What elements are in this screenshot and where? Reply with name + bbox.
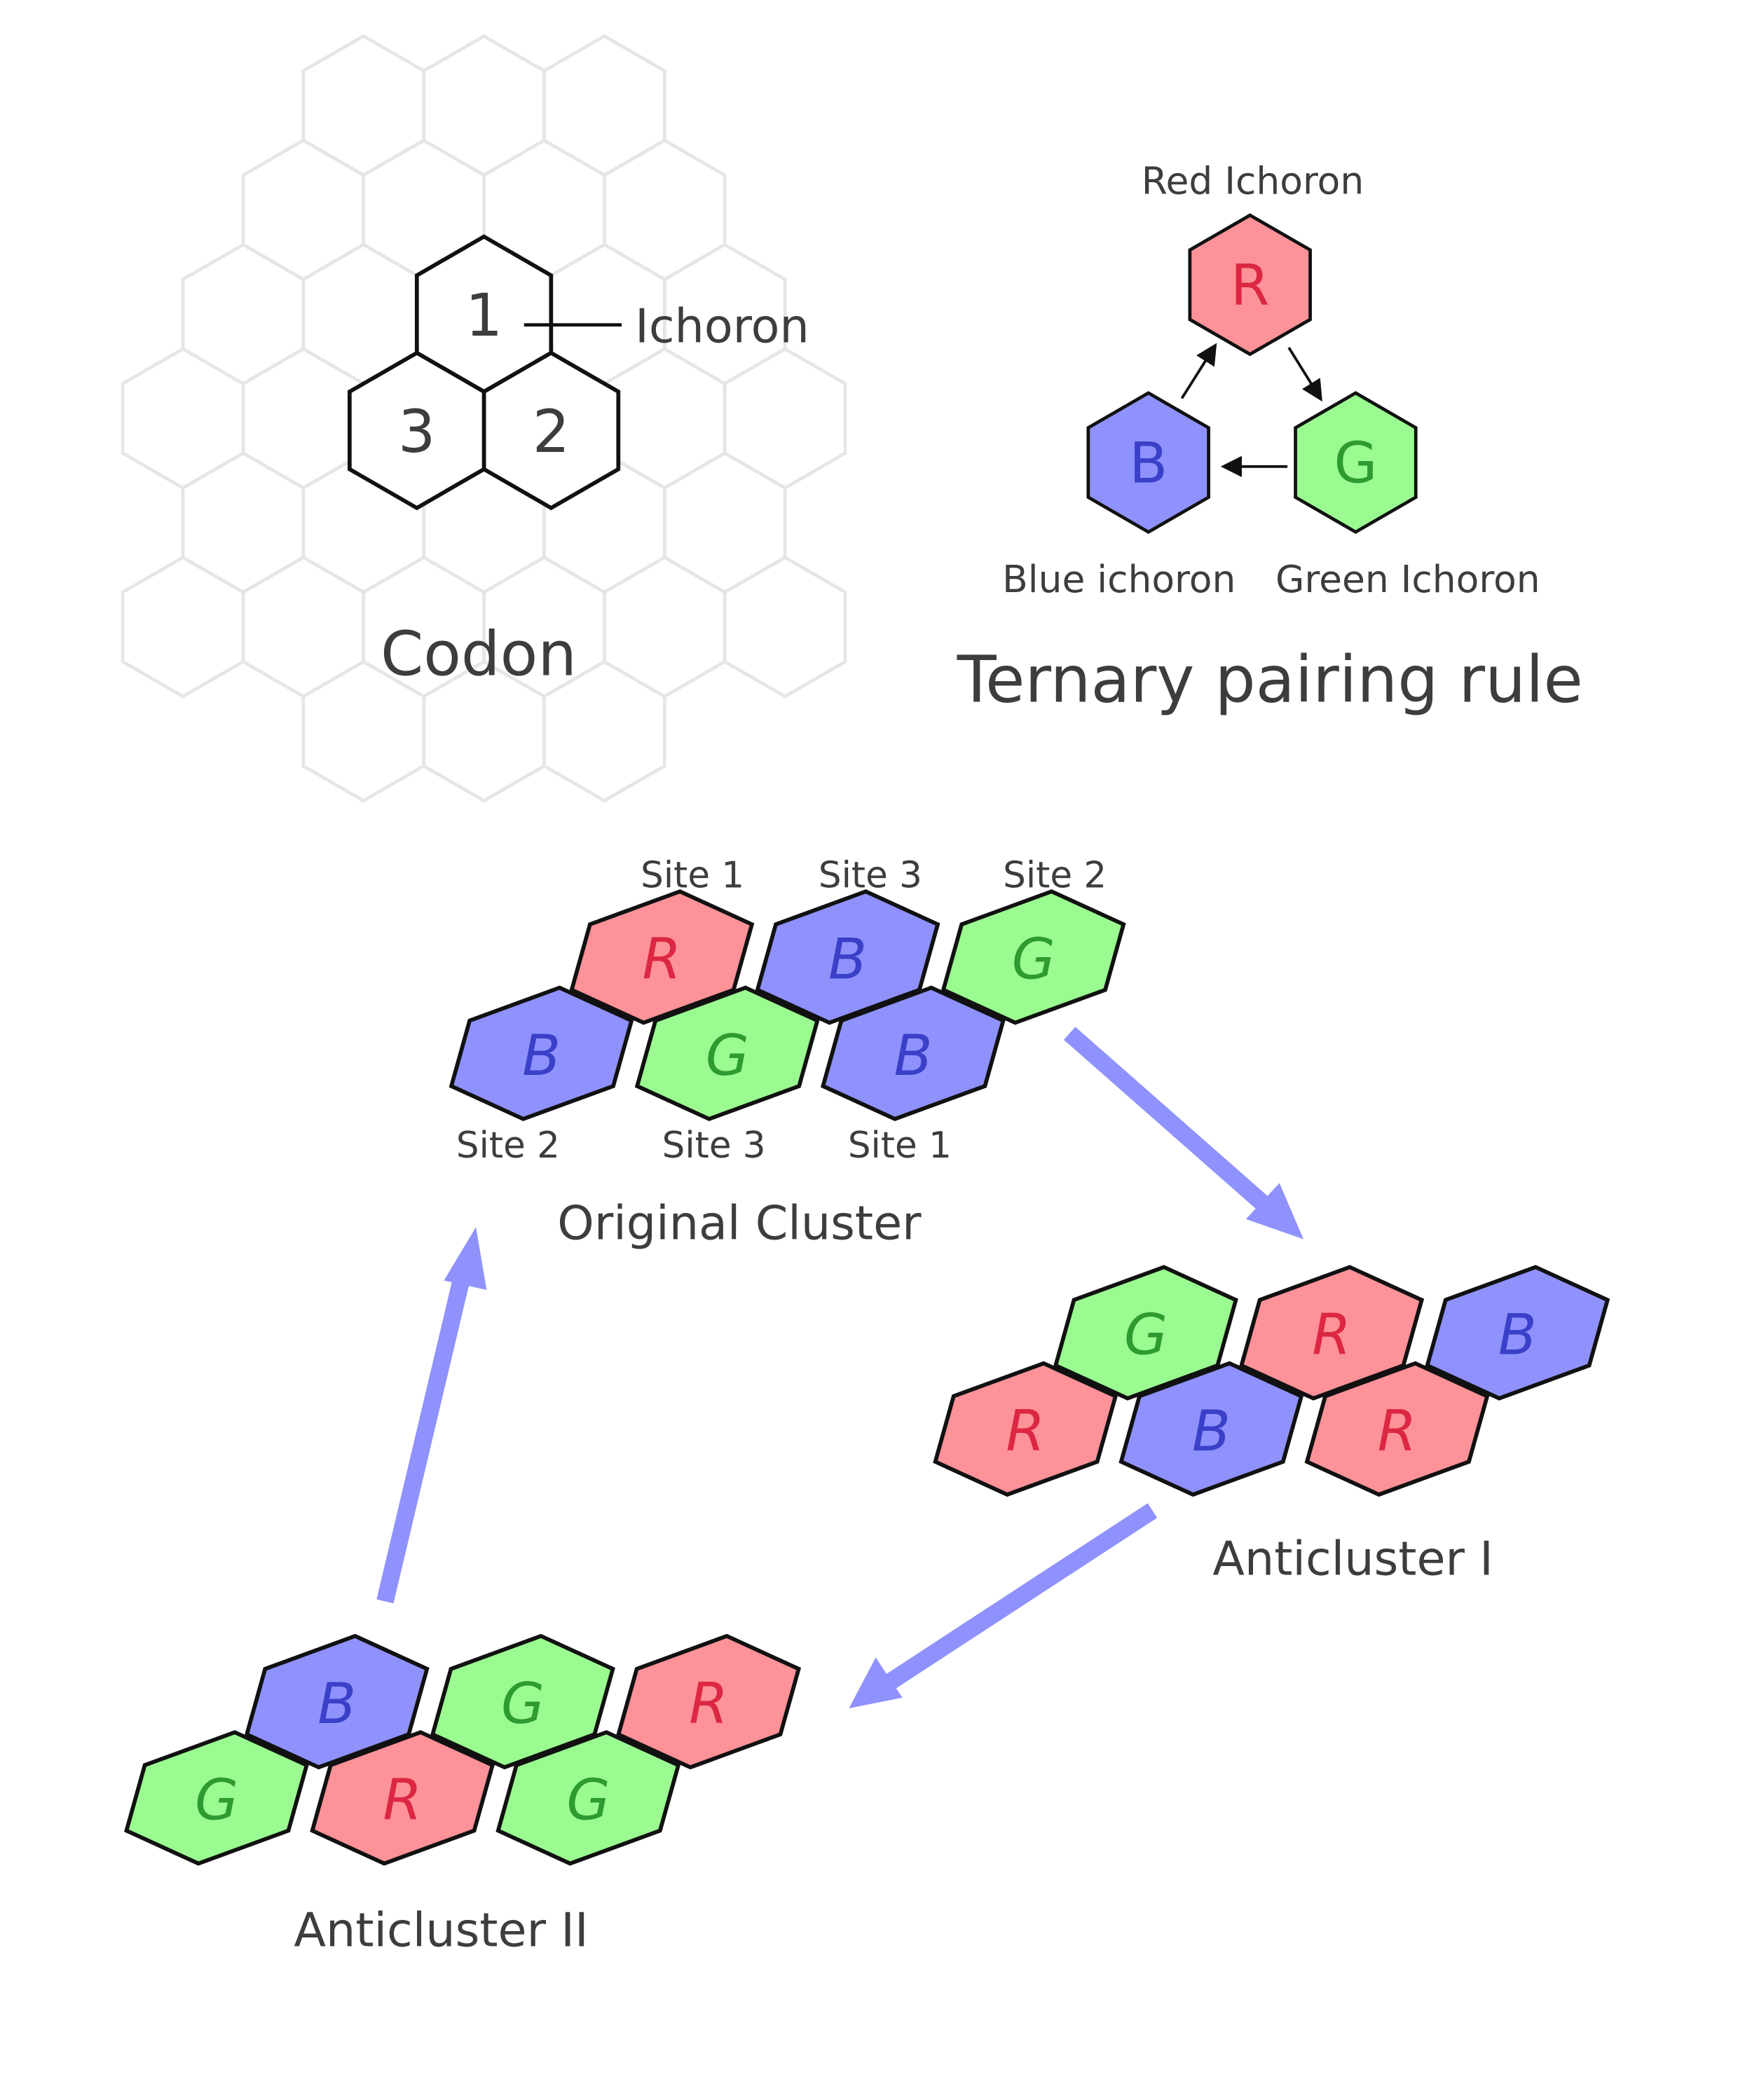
ternary-node-green: G xyxy=(1294,391,1418,535)
codon-cell-3: 3 xyxy=(348,350,486,511)
arrow-red-to-green xyxy=(1287,347,1322,402)
grid-hex xyxy=(181,451,306,594)
green-ichoron-label: Green Ichoron xyxy=(1275,557,1540,601)
anticluster-1-title: Anticluster I xyxy=(1212,1531,1493,1586)
cluster-letter: B xyxy=(828,926,867,991)
arrow-blue-to-red xyxy=(1180,343,1217,399)
cluster-cell-R: R xyxy=(310,1730,495,1866)
cluster-cell-G: G xyxy=(430,1633,615,1770)
cluster-letter: B xyxy=(522,1023,561,1088)
original-cluster: R B G B G B xyxy=(449,889,1126,1122)
ternary-node-blue: B xyxy=(1086,391,1210,535)
codon-group: 12 3 xyxy=(348,234,621,511)
ternary-title: Ternary pairing rule xyxy=(957,643,1583,718)
site-label: Site 3 xyxy=(662,1125,766,1167)
cluster-letter: R xyxy=(383,1767,422,1832)
flow-arrow-original-to-anti1 xyxy=(1063,1027,1304,1240)
anticluster-1: G R B R B R xyxy=(933,1265,1610,1497)
cluster-cell-G: G xyxy=(495,1730,681,1866)
grid-hex xyxy=(603,347,727,490)
grid-hex xyxy=(723,555,847,699)
cluster-letter: R xyxy=(1006,1399,1045,1464)
flow-arrow-anti2-to-original xyxy=(376,1227,487,1604)
grid-hex xyxy=(241,347,366,490)
cluster-cell-B: B xyxy=(820,985,1006,1122)
cluster-letter: G xyxy=(195,1767,238,1832)
cluster-cell-R: R xyxy=(933,1361,1118,1497)
red-ichoron-label: Red Ichoron xyxy=(1142,159,1364,203)
site-label: Site 3 xyxy=(819,855,922,897)
codon-title: Codon xyxy=(381,618,577,689)
grid-hex xyxy=(121,555,245,699)
grid-hex xyxy=(422,34,546,177)
original-cluster-title: Original Cluster xyxy=(557,1195,922,1250)
codon-cell-number: 3 xyxy=(398,397,435,466)
site-label: Site 2 xyxy=(456,1125,560,1167)
cluster-cell-R: R xyxy=(569,889,755,1025)
anticluster-2: B G R G R G xyxy=(124,1633,802,1866)
grid-hex xyxy=(121,347,245,490)
cluster-letter: B xyxy=(1192,1399,1231,1464)
cluster-cell-B: B xyxy=(755,889,940,1025)
cluster-letter: G xyxy=(566,1767,610,1832)
ternary-group: R B G xyxy=(1086,213,1418,535)
cluster-cell-B: B xyxy=(1118,1361,1304,1497)
cluster-letter: G xyxy=(706,1023,749,1088)
cluster-cell-B: B xyxy=(244,1633,430,1770)
cluster-letter: B xyxy=(317,1671,356,1736)
ternary-letter: B xyxy=(1129,431,1168,496)
cluster-letter: B xyxy=(894,1023,932,1088)
grid-hex xyxy=(542,659,666,803)
cluster-letter: R xyxy=(689,1671,728,1736)
flow-arrow-anti1-to-anti2 xyxy=(849,1503,1158,1709)
grid-hex xyxy=(241,555,366,699)
site-label: Site 1 xyxy=(641,855,744,897)
grid-hex xyxy=(723,347,847,490)
cluster-letter: R xyxy=(1378,1399,1417,1464)
cluster-cell-R: R xyxy=(616,1633,802,1770)
grid-hex xyxy=(301,34,426,177)
site-label: Site 2 xyxy=(1003,855,1107,897)
cluster-letter: B xyxy=(1498,1303,1537,1368)
cluster-letter: R xyxy=(642,926,681,991)
grid-hex xyxy=(181,242,306,386)
original-site-labels: Site 1 Site 3 Site 2 Site 2 Site 3 Site … xyxy=(456,855,1107,1167)
cluster-cell-G: G xyxy=(1053,1265,1238,1401)
cluster-letter: G xyxy=(501,1671,545,1736)
blue-ichoron-label: Blue ichoron xyxy=(1002,557,1236,601)
ternary-node-red: R xyxy=(1188,213,1312,357)
cluster-letter: R xyxy=(1312,1303,1351,1368)
ternary-letter: R xyxy=(1231,253,1270,318)
codon-cell-number: 2 xyxy=(533,397,570,466)
cluster-cell-G: G xyxy=(124,1730,310,1866)
grid-hex xyxy=(241,138,366,282)
cluster-cell-G: G xyxy=(634,985,820,1122)
ichoron-callout-label: Ichoron xyxy=(635,298,809,353)
anticluster-2-title: Anticluster II xyxy=(294,1903,588,1958)
ternary-letter: G xyxy=(1334,431,1377,496)
cluster-cell-B: B xyxy=(1425,1265,1610,1401)
cluster-cell-R: R xyxy=(1239,1265,1425,1401)
codon-background-grid xyxy=(121,34,847,803)
cluster-letter: G xyxy=(1012,926,1055,991)
grid-hex xyxy=(603,555,727,699)
cluster-cell-B: B xyxy=(449,985,634,1122)
cluster-cell-G: G xyxy=(940,889,1126,1025)
site-label: Site 1 xyxy=(848,1125,952,1167)
grid-hex xyxy=(542,34,666,177)
grid-hex xyxy=(603,138,727,282)
cluster-cell-R: R xyxy=(1304,1361,1490,1497)
codon-cell-1: 1 xyxy=(414,234,554,394)
grid-hex xyxy=(662,451,787,594)
cluster-letter: G xyxy=(1124,1303,1168,1368)
codon-cell-number: 1 xyxy=(465,281,502,350)
